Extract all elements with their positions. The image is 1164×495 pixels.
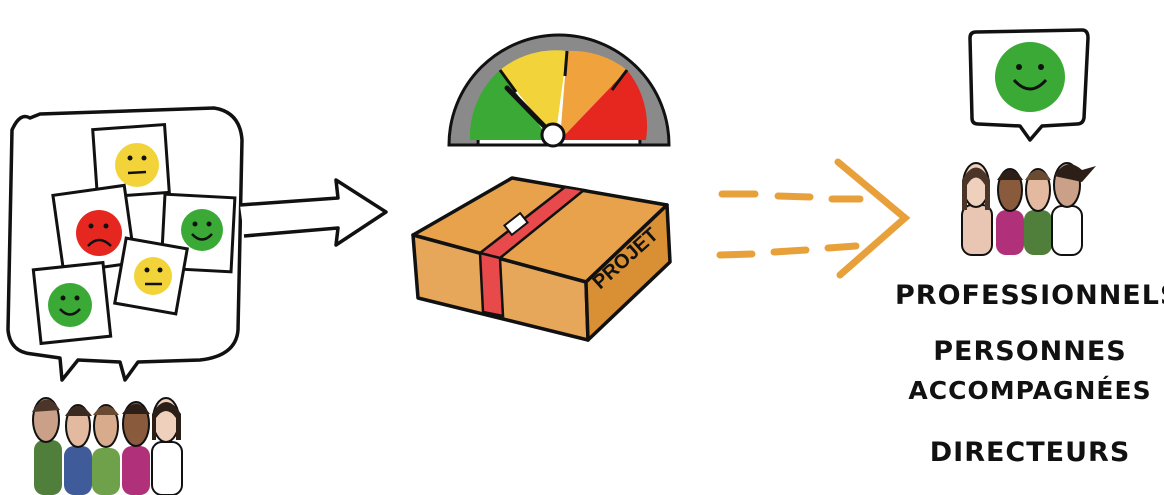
person-icon (32, 398, 62, 495)
people-group-right (962, 163, 1096, 255)
happy-face-icon (995, 42, 1065, 112)
happy-face-icon (48, 283, 92, 327)
person-icon (1052, 163, 1096, 255)
person-icon (152, 398, 182, 495)
dashed-arrow (720, 162, 905, 275)
project-box: PROJET (413, 178, 670, 340)
audience-label-personnes: PERSONNES (895, 336, 1164, 367)
audience-label-professionnels: PROFESSIONNELS (895, 280, 1164, 311)
person-icon (64, 405, 92, 495)
neutral-face-icon (115, 143, 159, 187)
neutral-face-icon (134, 257, 172, 295)
people-group-left (32, 398, 182, 495)
feedback-card-neutral-top (93, 125, 170, 198)
person-icon (92, 405, 120, 495)
satisfaction-gauge (449, 35, 669, 146)
person-icon (996, 169, 1024, 255)
transfer-arrow (240, 180, 386, 245)
happy-speech-bubble (970, 30, 1088, 140)
happy-face-icon (181, 209, 223, 251)
gauge-pivot (542, 124, 564, 146)
audience-label-accompagnees: ACCOMPAGNÉES (895, 376, 1164, 405)
person-icon (962, 163, 992, 255)
feedback-card-happy-left (33, 263, 110, 344)
person-icon (122, 402, 150, 495)
person-icon (1024, 169, 1052, 255)
audience-label-directeurs: DIRECTEURS (895, 437, 1164, 468)
feedback-card-neutral-bottom (115, 238, 188, 314)
sad-face-icon (76, 210, 122, 256)
